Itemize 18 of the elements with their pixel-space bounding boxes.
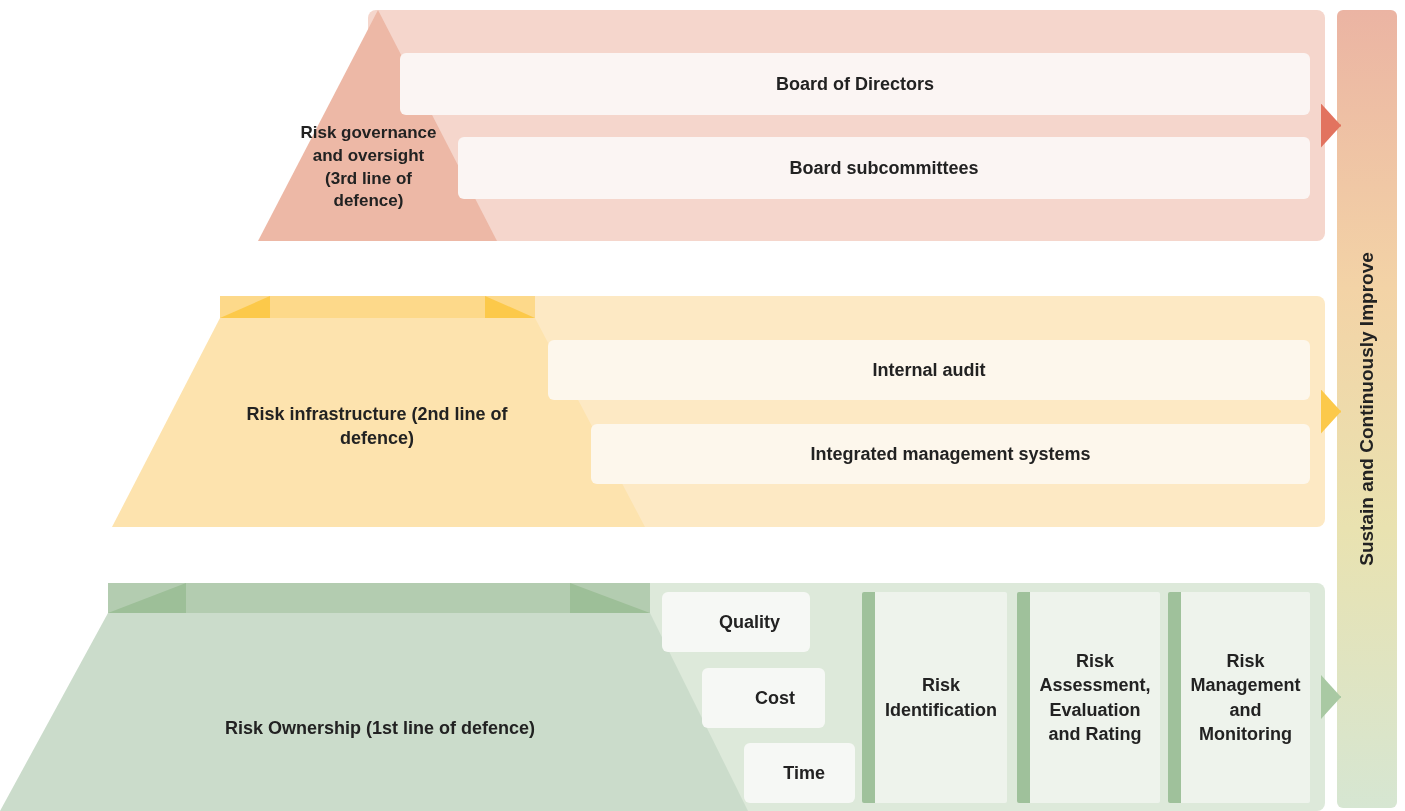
constraint-box: Cost: [702, 668, 825, 728]
arrow: [1321, 675, 1342, 719]
bar-label: Sustain and Continuously Improve: [1356, 252, 1378, 566]
tier-label: Risk Ownership (1st line of defence): [223, 716, 537, 740]
constraint-box: Time: [744, 743, 855, 803]
tier-label: Risk infrastructure (2nd line of defence): [245, 402, 509, 450]
role-box: Board of Directors: [400, 53, 1310, 115]
process-step-box: Risk Identification: [862, 592, 1007, 803]
role-box: Board subcommittees: [458, 137, 1310, 199]
process-step-box: Risk Assessment, Evaluation and Rating: [1017, 592, 1160, 803]
role-box: Integrated management systems: [591, 424, 1310, 484]
role-box: Internal audit: [548, 340, 1310, 400]
process-step-box: Risk Management and Monitoring: [1168, 592, 1310, 803]
tier-label: Risk governance and oversight (3rd line of defence): [299, 121, 438, 213]
constraint-box: Quality: [662, 592, 810, 652]
arrow: [1321, 103, 1342, 148]
arrow: [1321, 389, 1342, 434]
improvement-bar: [1337, 10, 1397, 808]
